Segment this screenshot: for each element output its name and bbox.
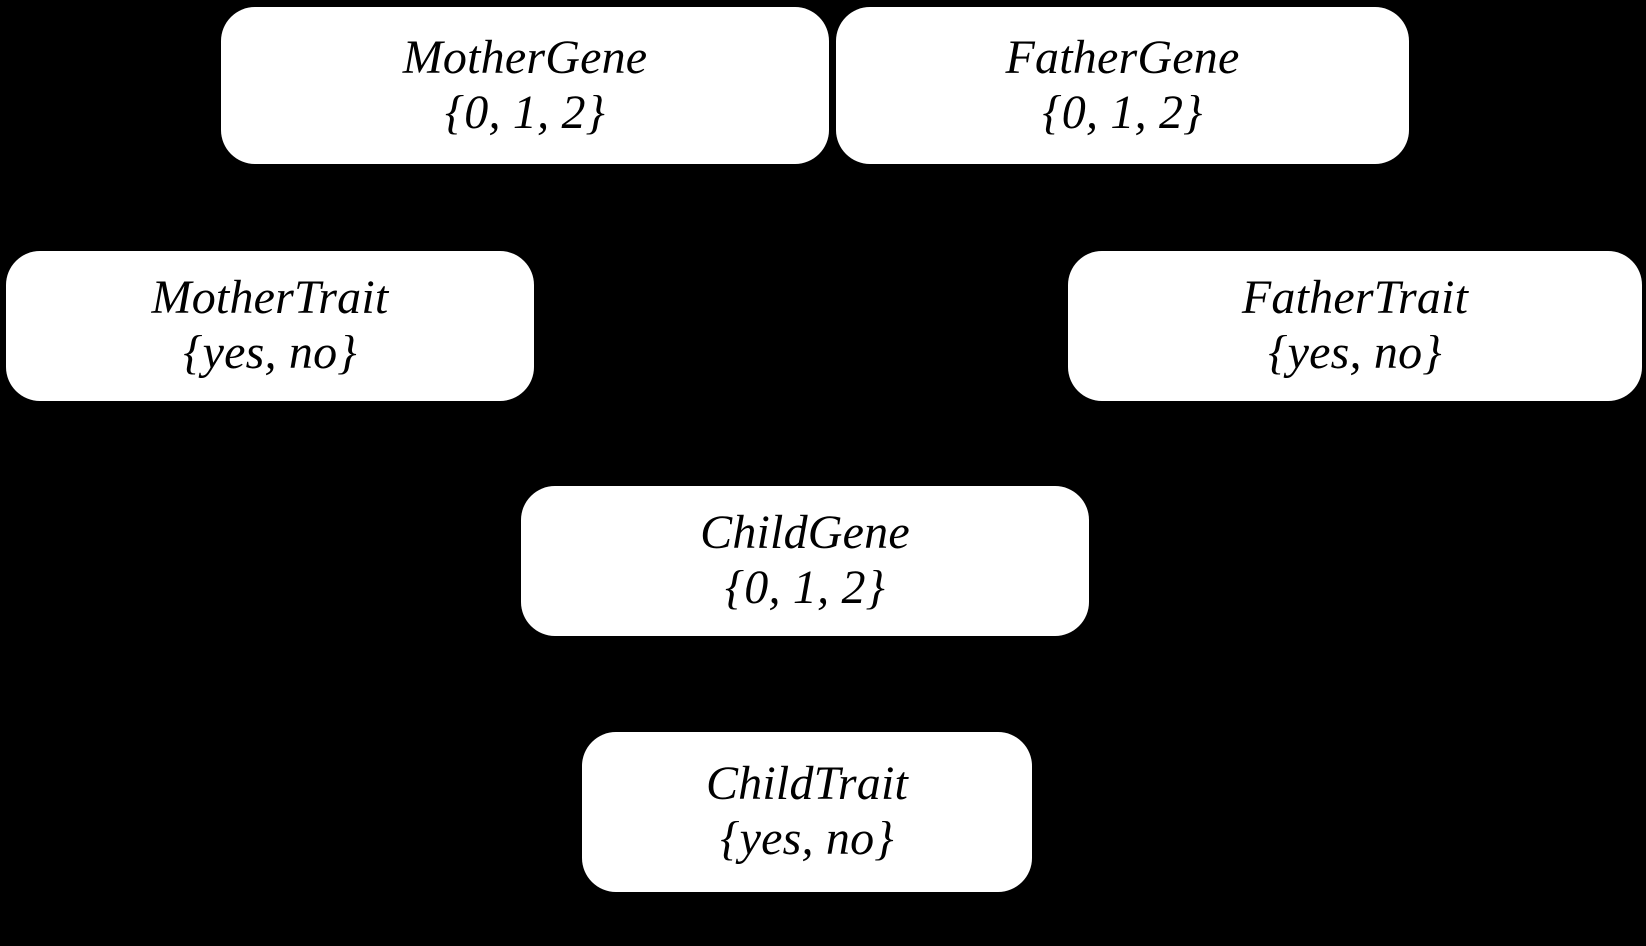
node-mother-trait-label: MotherTrait — [151, 271, 389, 325]
node-mother-gene[interactable]: MotherGene {0, 1, 2} — [221, 7, 829, 164]
node-child-trait[interactable]: ChildTrait {yes, no} — [582, 732, 1032, 892]
node-father-gene-domain: {0, 1, 2} — [1042, 85, 1203, 139]
node-mother-gene-label: MotherGene — [402, 30, 648, 84]
node-father-gene[interactable]: FatherGene {0, 1, 2} — [836, 7, 1409, 164]
node-mother-trait[interactable]: MotherTrait {yes, no} — [6, 251, 534, 401]
node-mother-trait-domain: {yes, no} — [183, 326, 357, 379]
node-child-gene-domain: {0, 1, 2} — [724, 561, 886, 614]
node-father-trait[interactable]: FatherTrait {yes, no} — [1068, 251, 1642, 401]
node-child-trait-label: ChildTrait — [705, 757, 909, 811]
node-father-gene-label: FatherGene — [1005, 30, 1240, 84]
node-child-trait-domain: {yes, no} — [720, 812, 894, 865]
node-father-trait-label: FatherTrait — [1241, 271, 1469, 325]
node-child-gene[interactable]: ChildGene {0, 1, 2} — [521, 486, 1089, 636]
node-mother-gene-domain: {0, 1, 2} — [444, 85, 606, 139]
node-child-gene-label: ChildGene — [700, 506, 910, 560]
node-father-trait-domain: {yes, no} — [1268, 326, 1442, 379]
